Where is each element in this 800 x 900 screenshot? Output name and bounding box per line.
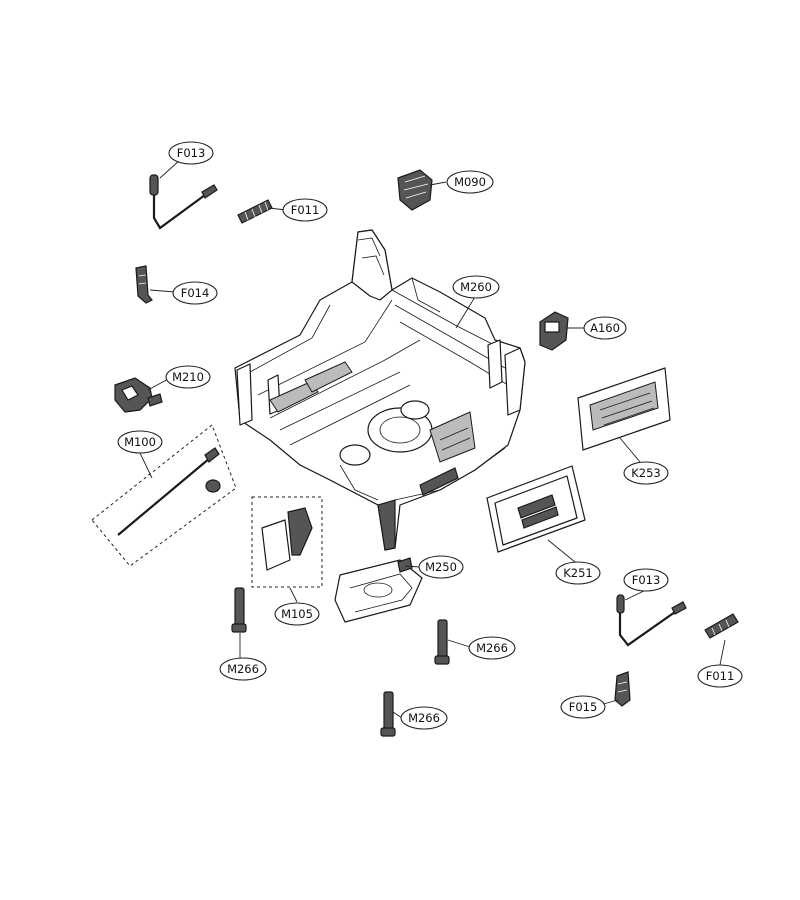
- callout-f011-bottom: F011: [697, 664, 743, 688]
- m266-screw-bottom: [380, 691, 396, 737]
- label-m260: M260: [460, 280, 492, 294]
- label-m266-bottom: M266: [408, 711, 440, 725]
- callout-f013-top: F013: [168, 141, 214, 165]
- f011-spring-part-bottom: [704, 613, 739, 639]
- label-f011-top: F011: [291, 203, 320, 217]
- callout-k251: K251: [555, 561, 601, 585]
- m266-screw-mid: [434, 619, 450, 665]
- callout-m266-mid: M266: [468, 636, 516, 660]
- label-m266-mid: M266: [476, 641, 508, 655]
- f013-wire-part-top: [149, 174, 218, 230]
- m100-part-group: [91, 424, 237, 567]
- m105-part-group: [251, 496, 323, 588]
- f014-part: [135, 265, 153, 304]
- label-k251: K251: [563, 566, 593, 580]
- label-f013-top: F013: [177, 146, 206, 160]
- callout-m266-left: M266: [219, 657, 267, 681]
- callout-f015: F015: [560, 695, 606, 719]
- label-m105: M105: [281, 607, 313, 621]
- k251-panel-part: [486, 465, 586, 553]
- callout-f013-bottom: F013: [623, 568, 669, 592]
- label-a160: A160: [590, 321, 620, 335]
- label-f013-bottom: F013: [632, 573, 661, 587]
- label-m090: M090: [454, 175, 486, 189]
- a160-part: [539, 311, 569, 351]
- callout-f011-top: F011: [282, 198, 328, 222]
- m266-screw-left: [231, 587, 247, 633]
- callout-f014: F014: [172, 281, 218, 305]
- callout-k253: K253: [623, 461, 669, 485]
- m090-part: [397, 169, 433, 211]
- callout-m266-bottom: M266: [400, 706, 448, 730]
- callout-m250: M250: [418, 555, 464, 579]
- callout-m105: M105: [274, 602, 320, 626]
- label-f014: F014: [181, 286, 210, 300]
- label-f011-bottom: F011: [706, 669, 735, 683]
- f011-spring-part-top: [237, 199, 273, 224]
- m210-part: [114, 377, 163, 413]
- k253-panel-part: [577, 367, 671, 451]
- callout-m100: M100: [117, 430, 163, 454]
- label-m266-left: M266: [227, 662, 259, 676]
- callout-a160: A160: [583, 316, 627, 340]
- callout-m260: M260: [452, 275, 500, 299]
- m250-part: [334, 557, 423, 623]
- label-m100: M100: [124, 435, 156, 449]
- f013-wire-part-bottom: [616, 594, 687, 647]
- base-frame-part: [234, 229, 526, 551]
- callout-m210: M210: [165, 365, 211, 389]
- label-k253: K253: [631, 466, 661, 480]
- f015-part: [614, 671, 631, 707]
- label-m210: M210: [172, 370, 204, 384]
- label-f015: F015: [569, 700, 598, 714]
- callout-m090: M090: [446, 170, 494, 194]
- label-m250: M250: [425, 560, 457, 574]
